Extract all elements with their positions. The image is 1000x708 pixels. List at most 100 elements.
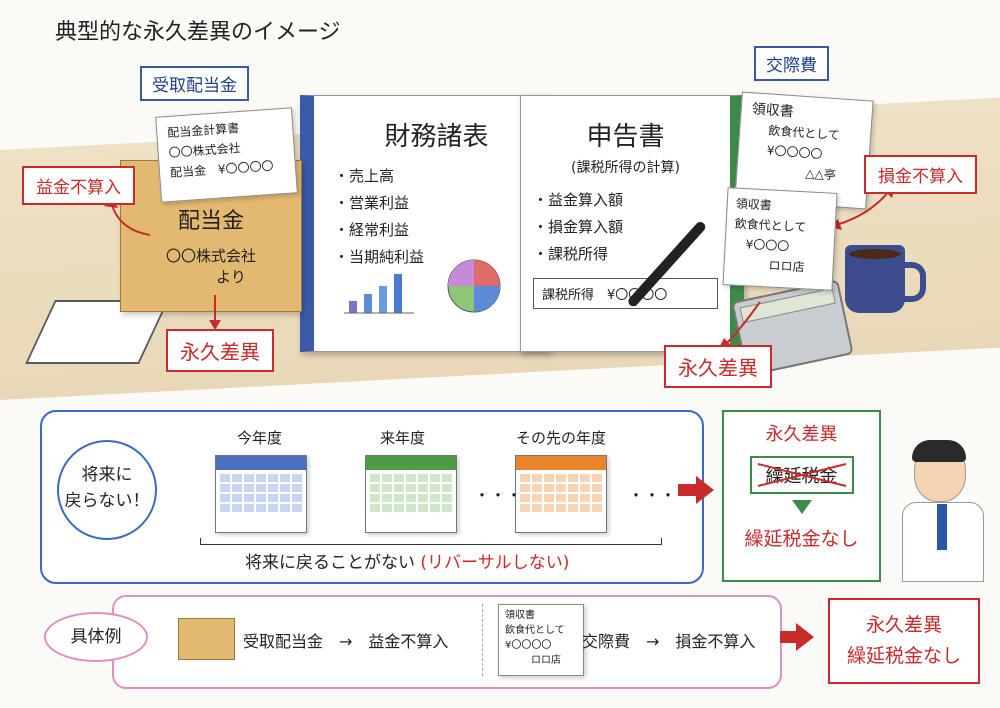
- down-arrow-icon: [791, 500, 812, 514]
- calendar-cell: [442, 494, 452, 502]
- receipt-2-shop: ロロ店: [768, 258, 805, 275]
- calendar-cell: [244, 504, 254, 512]
- calendar-cell: [220, 494, 230, 502]
- calendar-cell: [580, 484, 590, 492]
- calendar-cell: [532, 484, 542, 492]
- calendar-cell: [292, 494, 302, 502]
- result-box: 永久差異 繰延税金 繰延税金なし: [722, 410, 881, 582]
- receipt-1-shop: △△亭: [804, 166, 837, 183]
- calendar-cell: [244, 484, 254, 492]
- caption-main: 将来に戻ることがない: [245, 553, 415, 573]
- calendar-cell: [532, 494, 542, 502]
- calendar-cell: [592, 484, 602, 492]
- avatar-hair: [912, 440, 966, 462]
- example-result-box: 永久差異 繰延税金なし: [828, 598, 980, 684]
- calendar-cell: [232, 494, 242, 502]
- example-item-1: 受取配当金 → 益金不算入: [243, 632, 449, 651]
- calendar-cell: [556, 504, 566, 512]
- calendar-cell: [532, 474, 542, 482]
- calendar-cell: [418, 484, 428, 492]
- badge-line-2: 戻らない！: [64, 491, 150, 511]
- calendar-cell: [580, 474, 590, 482]
- envelope-company: 〇〇株式会社: [165, 247, 256, 265]
- tax-return-book: 申告書 (課税所得の計算) ・益金算入額 ・損金算入額 ・課税所得 課税所得 ¥…: [520, 95, 744, 352]
- calendar-cell: [532, 504, 542, 512]
- calendar-cell: [268, 484, 278, 492]
- calendar-cell: [520, 474, 530, 482]
- fin-item: ・当期純利益: [334, 248, 425, 266]
- fin-item: ・売上高: [334, 167, 395, 185]
- tax-return-subtitle: (課税所得の計算): [571, 160, 680, 176]
- result-arrow: [678, 476, 714, 504]
- pie-chart-icon: [447, 259, 501, 313]
- coffee: [849, 249, 901, 259]
- example-divider: [482, 604, 483, 676]
- example-receipt-amount: ¥〇〇〇〇: [505, 640, 552, 651]
- year-label-next: 来年度: [380, 429, 426, 447]
- taxable-income-box: 課税所得 ¥〇〇〇〇: [533, 278, 718, 309]
- receipt-2: 領収書 飲食代として ¥〇〇〇 ロロ店: [722, 187, 838, 291]
- calendar-cell: [544, 494, 554, 502]
- mug-handle: [898, 262, 926, 302]
- tax-item: ・課税所得: [533, 245, 609, 263]
- calendar-cell: [292, 504, 302, 512]
- badge-line-1: 将来に: [81, 465, 133, 485]
- nondeductible-label: 損金不算入: [864, 155, 977, 194]
- calendar-cell: [430, 494, 440, 502]
- calendar-cell: [418, 474, 428, 482]
- calendar-cell: [430, 504, 440, 512]
- calendar-cell: [418, 504, 428, 512]
- calendar-cell: [220, 504, 230, 512]
- coffee-mug: [845, 245, 905, 313]
- calendar-current-grid: [216, 470, 306, 516]
- result-text: 繰延税金なし: [744, 528, 859, 550]
- calendar-cell: [220, 474, 230, 482]
- example-result-line-2: 繰延税金なし: [846, 645, 961, 667]
- example-receipt-shop: ロロ店: [531, 655, 561, 666]
- calendar-cell: [520, 484, 530, 492]
- calendar-cell: [280, 494, 290, 502]
- entertainment-label: 交際費: [754, 46, 829, 81]
- crossed-deferred-tax: 繰延税金: [749, 456, 854, 494]
- caption-red: (リバーサルしない): [420, 553, 570, 573]
- calendar-future-header: [516, 456, 606, 470]
- calendar-cell: [406, 474, 416, 482]
- calendar-cell: [370, 474, 380, 482]
- calendar-cell: [256, 494, 266, 502]
- calendar-cell: [382, 484, 392, 492]
- calendar-cell: [280, 484, 290, 492]
- calendar-cell: [244, 474, 254, 482]
- calendar-cell: [430, 474, 440, 482]
- tax-item: ・益金算入額: [533, 191, 624, 209]
- receipt-2-amount: ¥〇〇〇: [745, 237, 790, 254]
- ellipsis-2: ・・・: [628, 486, 677, 505]
- calendar-cell: [442, 484, 452, 492]
- calendar-cell: [394, 494, 404, 502]
- not-return-badge: 将来に 戻らない！: [57, 440, 157, 540]
- cross-mark-icon: [757, 463, 846, 487]
- dividend-label: 受取配当金: [140, 66, 249, 101]
- calendar-cell: [580, 494, 590, 502]
- calendar-cell: [544, 484, 554, 492]
- calendar-future: [515, 455, 607, 533]
- calendar-cell: [592, 474, 602, 482]
- timeline-bracket: [200, 538, 662, 545]
- calendar-cell: [592, 504, 602, 512]
- calendar-future-grid: [516, 470, 606, 516]
- envelope-from: より: [216, 268, 246, 286]
- calendar-cell: [256, 484, 266, 492]
- calendar-cell: [442, 474, 452, 482]
- calendar-cell: [394, 474, 404, 482]
- calendar-cell: [268, 474, 278, 482]
- calendar-cell: [544, 504, 554, 512]
- financial-statements-book: 財務諸表 ・売上高 ・営業利益 ・経常利益 ・当期純利益: [300, 95, 550, 352]
- calendar-cell: [544, 474, 554, 482]
- example-receipt-title: 領収書: [505, 610, 535, 621]
- dividend-statement: 配当金計算書 〇〇株式会社 配当金 ¥〇〇〇〇: [155, 107, 298, 203]
- calendar-cell: [520, 494, 530, 502]
- exclusion-label: 益金不算入: [22, 166, 135, 205]
- timeline-caption: 将来に戻ることがない (リバーサルしない): [245, 548, 569, 573]
- calendar-cell: [382, 494, 392, 502]
- page-title: 典型的な永久差異のイメージ: [55, 20, 341, 45]
- calendar-cell: [520, 504, 530, 512]
